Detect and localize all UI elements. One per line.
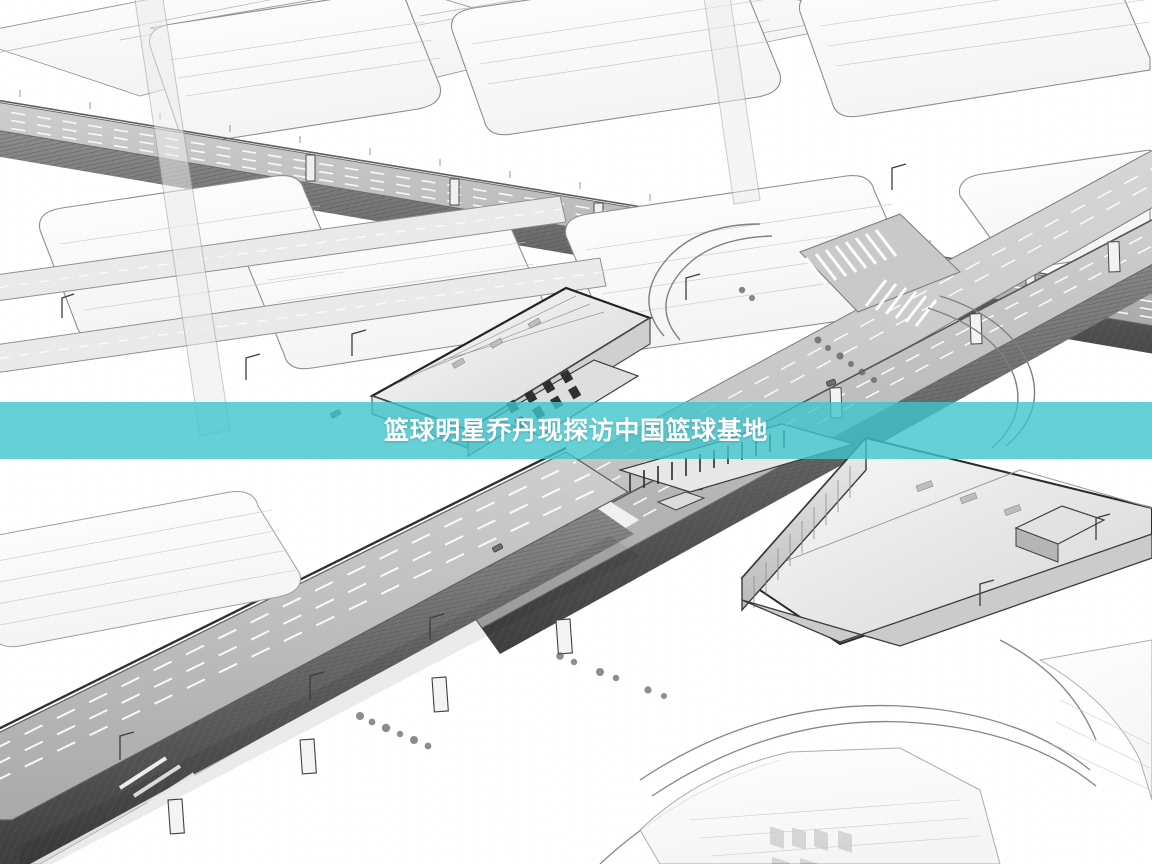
aerial-interchange-line-drawing [0,0,1152,864]
screenshot-root: 篮球明星乔丹现探访中国篮球基地 [0,0,1152,864]
